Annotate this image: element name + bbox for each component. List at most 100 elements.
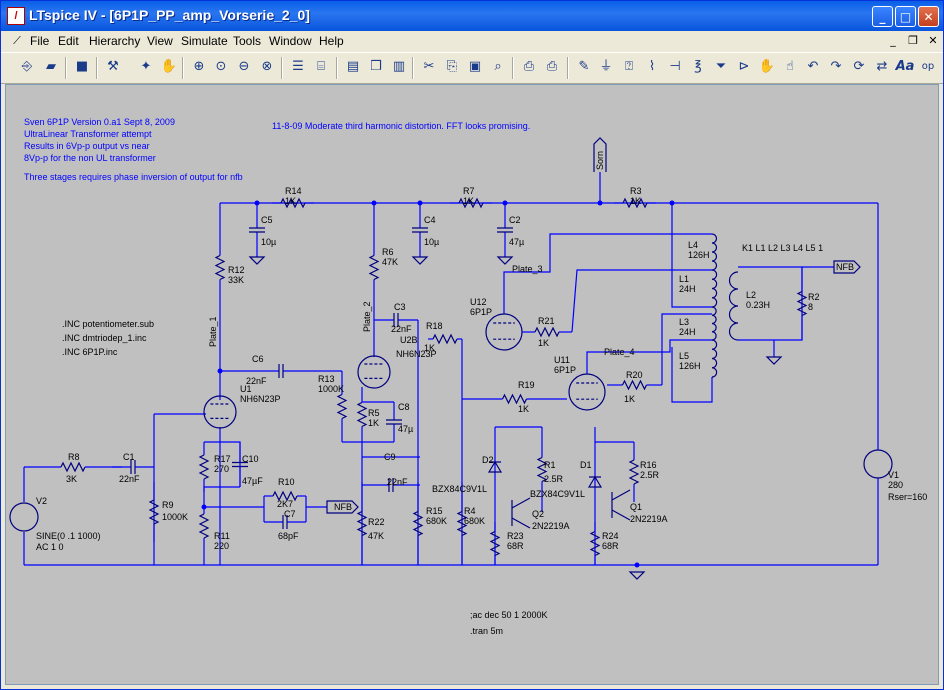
menu-tools[interactable]: Tools	[233, 34, 262, 48]
zoom-in-icon[interactable]: ⊕	[193, 59, 205, 74]
label-r10-name: R10	[278, 477, 295, 487]
spice-directive-icon[interactable]: op	[921, 61, 935, 72]
capacitor-c10	[232, 461, 248, 468]
ltspice-app-icon[interactable]: /	[7, 7, 25, 25]
text-icon[interactable]: Aa	[895, 59, 915, 74]
label-r19-value: 1K	[518, 404, 529, 414]
autorange-icon[interactable]: ☰	[292, 59, 304, 74]
new-schematic-icon[interactable]: ⎆	[21, 59, 33, 74]
capacitor-icon[interactable]: ⊣	[669, 59, 681, 74]
label-r6-value: 47K	[382, 257, 398, 267]
ground-symbol	[496, 256, 514, 265]
resistor-r19	[501, 393, 528, 405]
component-icon[interactable]: ⊳	[738, 59, 750, 74]
label-c5-value: 10µ	[261, 237, 276, 247]
resistor-r24	[589, 530, 601, 557]
label-c10-value: 47µF	[242, 476, 263, 486]
pan-icon[interactable]: ⊙	[215, 59, 227, 74]
title-bar[interactable]: / LTspice IV - [6P1P_PP_amp_Vorserie_2_0…	[1, 1, 943, 31]
label-r17-value: 270	[214, 464, 229, 474]
label-l5-value: 126H	[679, 361, 701, 371]
inductor-l3	[711, 306, 717, 341]
tran-directive: .tran 5m	[470, 626, 503, 636]
doc-close-icon[interactable]: ✕	[928, 34, 938, 47]
tile-horizontal-icon[interactable]: ▤	[346, 59, 360, 74]
label-r16-name: R16	[640, 460, 657, 470]
label-c1-value: 22nF	[119, 474, 140, 484]
label-r15-value: 680K	[426, 516, 447, 526]
label-c7-name: C7	[284, 509, 296, 519]
label-net-icon[interactable]: ⍰	[625, 59, 633, 74]
separator	[336, 57, 338, 79]
copy-icon[interactable]: ⎘	[446, 59, 458, 74]
find-icon[interactable]: ⌕	[494, 59, 502, 74]
move-icon[interactable]: ✋	[758, 59, 776, 74]
halt-icon[interactable]: ✋	[160, 59, 178, 74]
label-l3-value: 24H	[679, 327, 696, 337]
net-label-plate3: Plate_3	[512, 264, 543, 274]
tile-vertical-icon[interactable]: ▥	[392, 59, 406, 74]
doc-restore-icon[interactable]: ❐	[908, 34, 918, 47]
print-icon[interactable]: ⎙	[546, 59, 558, 74]
label-q1-name: Q1	[630, 502, 642, 512]
resistor-r11	[198, 513, 210, 539]
run-icon[interactable]: ✦	[140, 59, 152, 74]
undo-icon[interactable]: ↶	[807, 59, 819, 74]
label-c6-name: C6	[252, 354, 264, 364]
label-r8-value: 3K	[66, 474, 77, 484]
close-button[interactable]: ✕	[918, 6, 939, 27]
label-l1-name: L1	[679, 274, 689, 284]
paste-icon[interactable]: ▣	[468, 59, 482, 74]
resistor-r12	[214, 254, 226, 281]
menu-file[interactable]: File	[30, 34, 50, 48]
label-r24-name: R24	[602, 531, 619, 541]
cascade-icon[interactable]: ❒	[370, 59, 382, 74]
schematic-drawing[interactable]: Sven 6P1P Version 0.a1 Sept 8, 2009Ultra…	[6, 85, 938, 684]
menu-edit[interactable]: Edit	[58, 34, 79, 48]
maximize-button[interactable]: □	[895, 6, 916, 27]
zoom-fit-icon[interactable]: ⊗	[261, 59, 273, 74]
mirror-icon[interactable]: ⇄	[876, 59, 888, 74]
resistor-r20	[621, 379, 648, 391]
zoom-out-icon[interactable]: ⊖	[238, 59, 250, 74]
wire	[503, 233, 712, 314]
separator	[567, 57, 569, 79]
label-c9-name: C9	[384, 452, 396, 462]
document-icon[interactable]: ⟋	[13, 34, 21, 47]
waveform-icon[interactable]: ⌸	[317, 59, 325, 74]
control-panel-icon[interactable]: ⚒	[107, 59, 119, 74]
menu-hierarchy[interactable]: Hierarchy	[89, 34, 141, 48]
wire	[661, 313, 712, 385]
doc-minimize-icon[interactable]: _	[890, 34, 896, 47]
ground-icon[interactable]: ⏚	[599, 59, 613, 74]
ground-symbol	[628, 571, 646, 580]
label-r5-name: R5	[368, 408, 380, 418]
redo-icon[interactable]: ↷	[830, 59, 842, 74]
menu-view[interactable]: View	[147, 34, 173, 48]
inductor-icon[interactable]: ℥	[694, 59, 702, 74]
menu-simulate[interactable]: Simulate	[181, 34, 228, 48]
open-icon[interactable]: ▰	[46, 59, 56, 74]
resistor-r18	[432, 333, 458, 345]
label-r20-name: R20	[626, 370, 643, 380]
label-r20-value: 1K	[624, 394, 635, 404]
diode-icon[interactable]: ⏷	[715, 59, 727, 74]
menu-window[interactable]: Window	[269, 34, 312, 48]
net-label-sorn: Sorn	[595, 151, 605, 170]
rotate-icon[interactable]: ⟳	[853, 59, 865, 74]
menu-help[interactable]: Help	[319, 34, 344, 48]
draw-wire-icon[interactable]: ✎	[578, 59, 590, 74]
print-setup-icon[interactable]: ⎙	[523, 59, 535, 74]
label-r17-name: R17	[214, 454, 231, 464]
drag-icon[interactable]: ☝	[786, 59, 794, 74]
cut-icon[interactable]: ✂	[423, 59, 435, 74]
save-icon[interactable]: ■	[75, 59, 89, 74]
capacitor-c3	[393, 313, 399, 327]
resistor-r13	[336, 393, 348, 420]
resistor-icon[interactable]: ⌇	[648, 59, 656, 74]
minimize-button[interactable]: _	[872, 6, 893, 27]
label-v2-name: V2	[36, 496, 47, 506]
capacitor-c6	[278, 364, 284, 378]
label-u12-value: 6P1P	[470, 307, 492, 317]
